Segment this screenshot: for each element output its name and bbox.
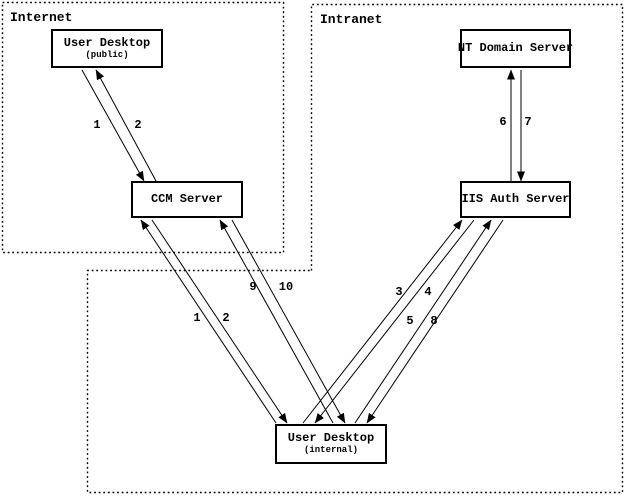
- intranet-zone-label: Intranet: [320, 12, 383, 27]
- flow-line-8: [366, 219, 504, 424]
- node-user-desktop-internal: User Desktop (internal): [275, 424, 387, 464]
- flow-label-2-public: 2: [134, 118, 142, 132]
- flow-label-1-public: 1: [93, 118, 101, 132]
- node-nt-domain-server: NT Domain Server: [457, 29, 574, 68]
- node-user-desktop-public: User Desktop (public): [51, 29, 163, 68]
- flow-line-9: [219, 219, 334, 424]
- flow-label-4: 4: [424, 285, 432, 299]
- node-ccm-server: CCM Server: [131, 181, 243, 218]
- flow-label-9: 9: [249, 280, 257, 294]
- flow-label-6: 6: [499, 115, 507, 129]
- flow-label-8: 8: [430, 314, 438, 328]
- node-title: NT Domain Server: [457, 41, 574, 55]
- node-title: User Desktop: [63, 35, 151, 50]
- node-subtitle: (public): [85, 49, 129, 60]
- flow-label-7: 7: [524, 115, 532, 129]
- flow-line-4: [314, 219, 475, 424]
- intranet-and-internal-zone-outline: [86, 3, 624, 494]
- flow-line-1-internal: [140, 219, 277, 424]
- flow-label-10: 10: [278, 280, 294, 294]
- flow-label-3: 3: [395, 285, 403, 299]
- node-title: IIS Auth Server: [461, 192, 570, 206]
- node-title: CCM Server: [150, 192, 223, 206]
- node-iis-auth-server: IIS Auth Server: [460, 181, 571, 218]
- flow-label-5: 5: [406, 314, 414, 328]
- node-subtitle: (internal): [303, 445, 358, 455]
- flow-label-2-internal: 2: [222, 311, 230, 325]
- flow-label-1-internal: 1: [193, 311, 201, 325]
- flow-line-1-public: [81, 69, 145, 182]
- flow-line-3: [302, 219, 463, 424]
- node-title: User Desktop: [287, 431, 375, 445]
- internet-zone-outline: [1, 1, 285, 254]
- flow-line-5: [354, 219, 492, 424]
- flow-line-10: [231, 219, 346, 424]
- flow-line-2-internal: [151, 219, 288, 424]
- flow-line-2-public: [95, 69, 157, 182]
- internet-zone-label: Internet: [10, 10, 73, 25]
- flow-arrows: [81, 69, 525, 424]
